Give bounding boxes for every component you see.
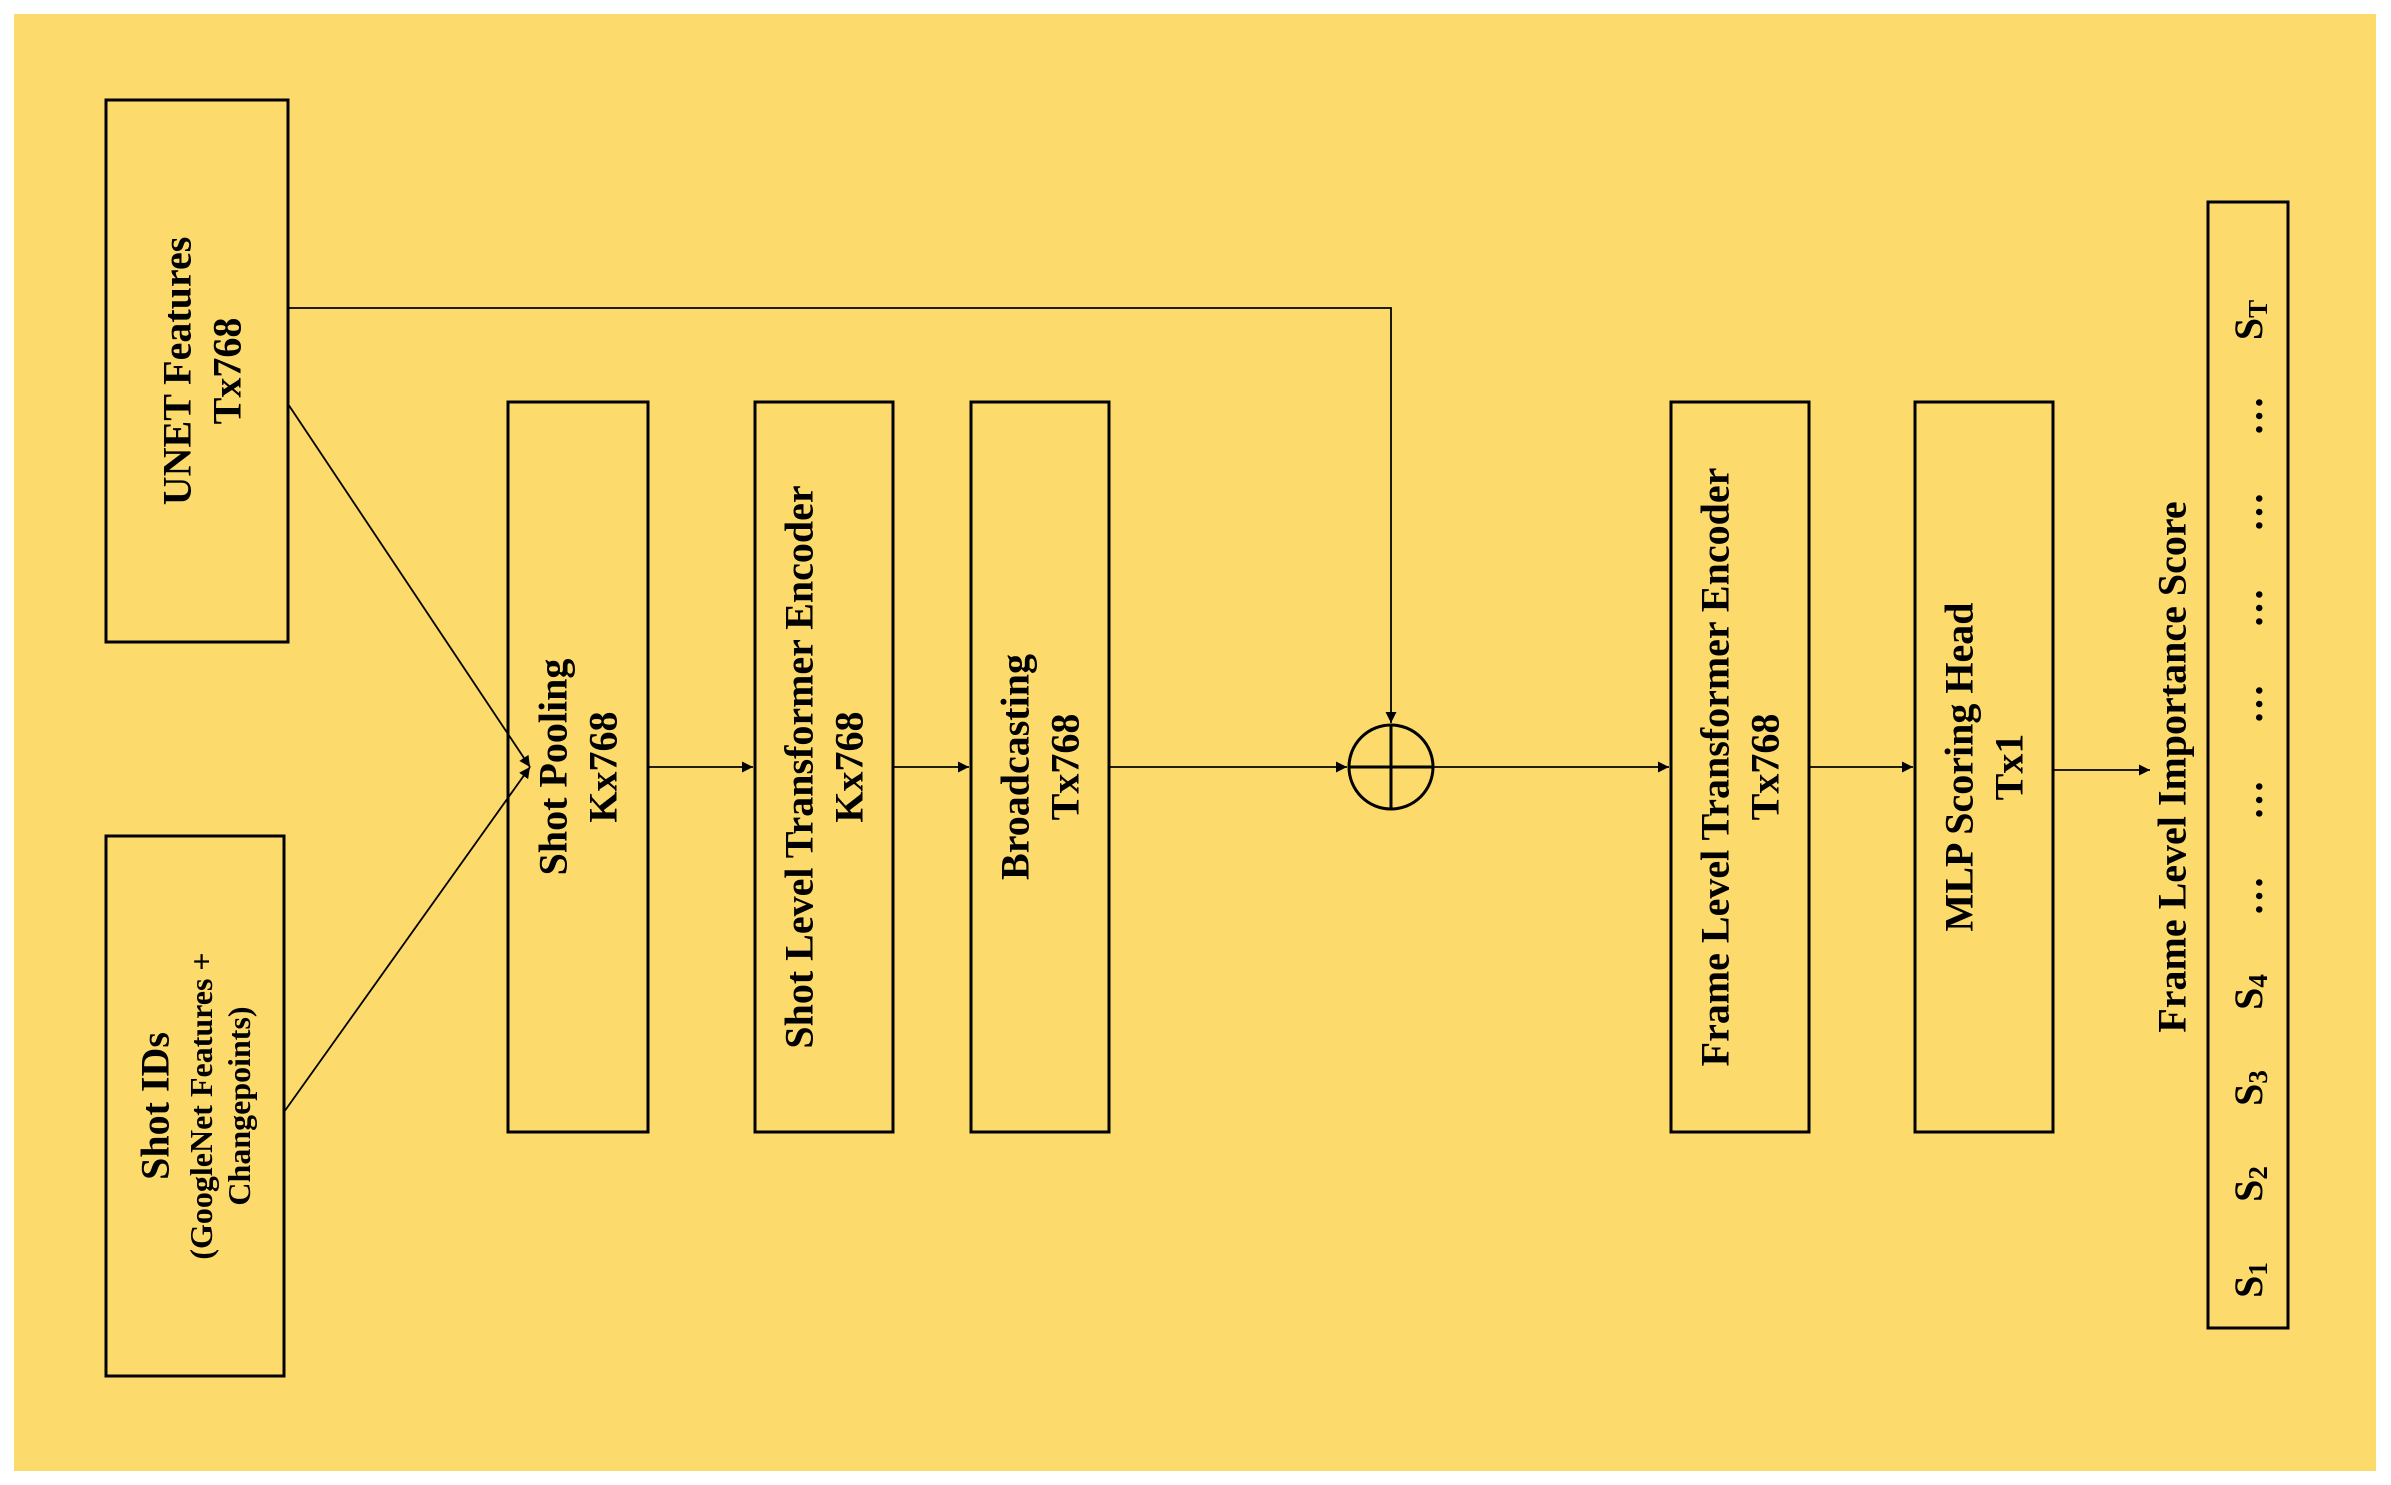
score-entry: … [2226,780,2271,820]
score-subscript: 2 [2243,1166,2273,1180]
broadcasting-dim: Tx768 [1043,714,1088,821]
score-symbol: … [2226,876,2271,916]
broadcasting-title: Broadcasting [993,654,1038,880]
score-entry: ST [2226,300,2274,340]
score-entry: … [2226,396,2271,436]
circle-plus-icon [1347,723,1435,811]
shot-level-encoder-block: Shot Level Transformer Encoder Kx768 [753,400,895,1134]
score-entry: S2 [2226,1166,2274,1202]
score-symbol: S [2226,318,2271,340]
diagram-background [14,14,2376,1471]
score-entry: … [2226,588,2271,628]
frame-level-encoder-title: Frame Level Transformer Encoder [1693,468,1738,1067]
frame-level-encoder-dim: Tx768 [1743,714,1788,821]
shot-ids-title: Shot IDs [133,1032,178,1180]
unet-features-block: UNET Features Tx768 [104,98,290,644]
score-symbol: … [2226,588,2271,628]
score-entry: S3 [2226,1070,2274,1106]
score-entry: … [2226,492,2271,532]
score-subscript: 1 [2243,1262,2273,1276]
score-symbol: S [2226,1180,2271,1202]
unet-features-dim: Tx768 [205,318,250,425]
shot-ids-subtitle-line2: Changepoints) [221,1006,257,1205]
score-symbol: … [2226,780,2271,820]
unet-features-title: UNET Features [155,237,200,506]
score-symbol: … [2226,492,2271,532]
output-label: Frame Level Importance Score [2150,501,2195,1032]
score-entry: … [2226,876,2271,916]
broadcasting-block: Broadcasting Tx768 [969,400,1111,1134]
score-symbol: S [2226,1276,2271,1298]
unet-to-shot-pooling-arrow [287,403,531,768]
score-subscript: 4 [2243,974,2273,988]
unet-skip-connection [288,307,1397,723]
score-symbol: S [2226,1084,2271,1106]
shot-pooling-title: Shot Pooling [531,659,576,876]
score-entry: S1 [2226,1262,2274,1298]
shot-pooling-block: Shot Pooling Kx768 [506,400,650,1134]
frame-level-encoder-block: Frame Level Transformer Encoder Tx768 [1669,400,1811,1134]
score-entry: S4 [2226,974,2274,1010]
mlp-scoring-head-title: MLP Scoring Head [1937,603,1982,932]
score-subscript: 3 [2243,1070,2273,1084]
score-symbol: … [2226,396,2271,436]
shot-ids-to-shot-pooling-arrow [283,766,531,1113]
mlp-scoring-head-block: MLP Scoring Head Tx1 [1913,400,2055,1134]
shot-pooling-dim: Kx768 [581,711,626,822]
score-entry: … [2226,684,2271,724]
mlp-scoring-head-dim: Tx1 [1987,734,2032,801]
shot-level-encoder-dim: Kx768 [827,711,872,822]
shot-level-encoder-title: Shot Level Transformer Encoder [777,485,822,1048]
score-subscript: T [2243,300,2273,318]
score-symbol: S [2226,988,2271,1010]
shot-ids-block: Shot IDs (GoogleNet Features + Changepoi… [104,834,286,1378]
score-symbol: … [2226,684,2271,724]
shot-ids-subtitle-line1: (GoogleNet Features + [183,952,219,1259]
